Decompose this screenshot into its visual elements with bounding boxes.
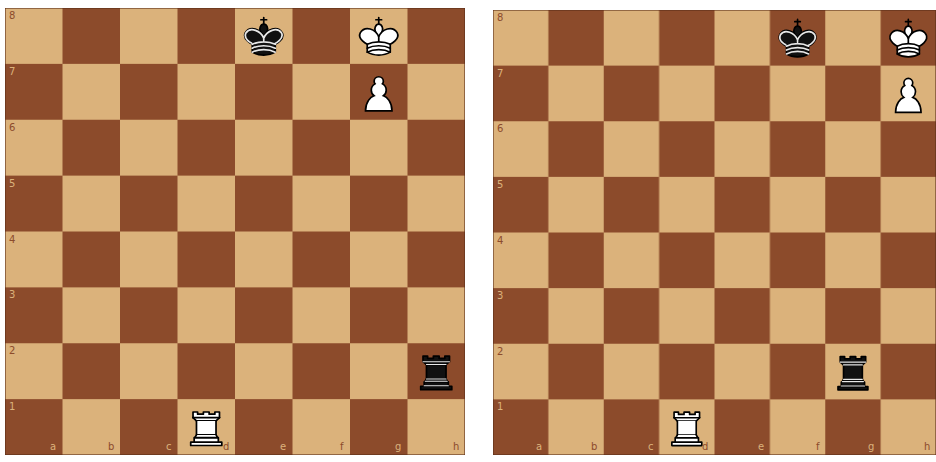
file-letter: b	[591, 442, 597, 452]
black-king	[779, 19, 816, 56]
black-rook	[838, 357, 868, 390]
file-letter: b	[108, 442, 114, 452]
rank-number: 8	[9, 11, 15, 21]
file-letter: d	[223, 442, 229, 452]
white-rook	[672, 412, 702, 445]
file-letter: g	[395, 442, 401, 452]
white-pawn	[366, 77, 392, 111]
rank-number: 6	[497, 124, 503, 134]
file-letter: e	[758, 442, 764, 452]
file-letter: d	[702, 442, 708, 452]
file-letter: e	[280, 442, 286, 452]
file-letter: a	[536, 442, 542, 452]
rank-number: 7	[9, 67, 15, 77]
rank-number: 4	[9, 235, 15, 245]
white-king	[360, 17, 398, 55]
rank-number: 5	[497, 180, 503, 190]
rank-number: 5	[9, 179, 15, 189]
rank-number: 3	[9, 290, 15, 300]
file-letter: g	[868, 442, 874, 452]
rank-number: 4	[497, 236, 503, 246]
black-king	[245, 17, 283, 55]
white-pawn	[896, 78, 921, 112]
file-letter: f	[340, 442, 344, 452]
chess-board	[5, 8, 465, 455]
chess-board	[493, 10, 936, 455]
file-letter: f	[816, 442, 820, 452]
rank-number: 1	[9, 402, 15, 412]
file-letter: c	[166, 442, 172, 452]
rank-number: 6	[9, 123, 15, 133]
white-rook	[191, 412, 222, 446]
file-letter: h	[453, 442, 459, 452]
rank-number: 1	[497, 402, 503, 412]
rank-number: 2	[9, 346, 15, 356]
file-letter: c	[648, 442, 654, 452]
white-king	[890, 19, 927, 56]
black-rook	[421, 356, 452, 390]
rank-number: 8	[497, 13, 503, 23]
rank-number: 3	[497, 291, 503, 301]
rank-number: 7	[497, 69, 503, 79]
file-letter: a	[50, 442, 56, 452]
file-letter: h	[924, 442, 930, 452]
rank-number: 2	[497, 347, 503, 357]
